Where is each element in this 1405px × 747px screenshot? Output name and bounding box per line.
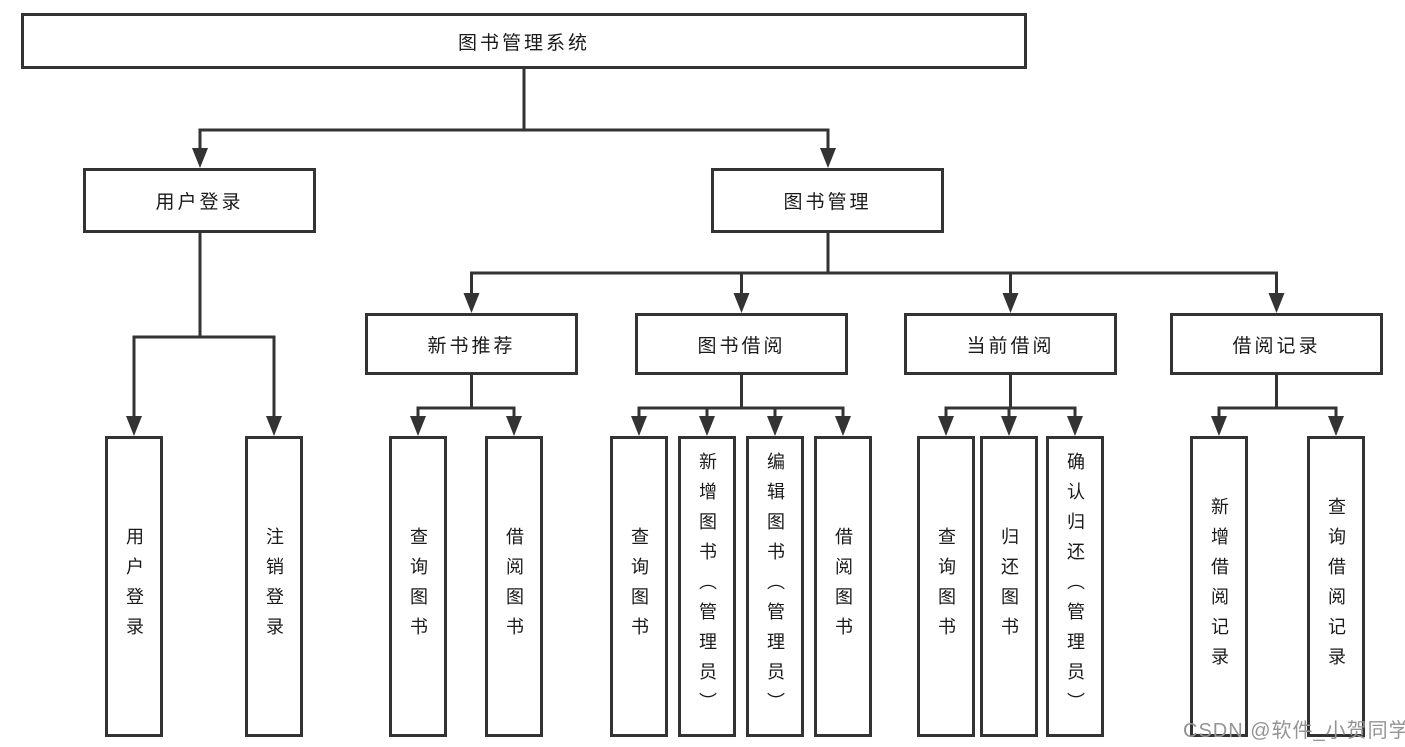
node-borrow-records-label: 借阅记录 (1232, 335, 1321, 357)
node-user-login: 用户登录 (83, 168, 316, 233)
leaf-add-books-admin-label: 新增图书（管理员） (697, 451, 717, 722)
node-book-management: 图书管理 (711, 168, 944, 233)
connector-records-branch (1217, 373, 1338, 420)
leaf-recommend-borrow-books: 借阅图书 (485, 436, 543, 737)
csdn-watermark: CSDN @软件_小贺同学 (1183, 720, 1405, 742)
node-library-system: 图书管理系统 (21, 13, 1027, 69)
leaf-edit-books-admin: 编辑图书（管理员） (746, 436, 804, 737)
connector-current-branch (944, 373, 1077, 420)
leaf-query-borrow-record: 查询借阅记录 (1307, 436, 1365, 737)
node-library-system-label: 图书管理系统 (457, 32, 590, 54)
leaf-logout-label: 注销登录 (264, 526, 284, 647)
connector-borrow-branch (637, 373, 845, 420)
leaf-current-query-books-label: 查询图书 (936, 526, 956, 647)
leaf-query-borrow-record-label: 查询借阅记录 (1326, 496, 1346, 677)
arrowhead-down-icons (126, 148, 1344, 436)
node-book-borrow-label: 图书借阅 (697, 335, 786, 357)
leaf-recommend-borrow-books-label: 借阅图书 (504, 526, 524, 647)
leaf-confirm-return-admin: 确认归还（管理员） (1046, 436, 1104, 737)
leaf-confirm-return-admin-label: 确认归还（管理员） (1065, 451, 1085, 722)
leaf-user-login: 用户登录 (105, 436, 163, 737)
connector-root-branch (198, 67, 830, 152)
node-borrow-records: 借阅记录 (1170, 313, 1383, 375)
leaf-edit-books-admin-label: 编辑图书（管理员） (765, 451, 785, 722)
node-user-login-label: 用户登录 (155, 192, 244, 213)
leaf-return-books-label: 归还图书 (999, 526, 1019, 647)
leaf-borrow-query-books-label: 查询图书 (629, 526, 649, 647)
leaf-borrow-books-label: 借阅图书 (833, 526, 853, 647)
node-current-borrow: 当前借阅 (904, 313, 1117, 375)
node-new-book-recommend-label: 新书推荐 (427, 335, 516, 357)
leaf-add-borrow-record: 新增借阅记录 (1190, 436, 1248, 737)
leaf-user-login-label: 用户登录 (124, 526, 144, 647)
leaf-current-query-books: 查询图书 (917, 436, 975, 737)
node-new-book-recommend: 新书推荐 (365, 313, 578, 375)
leaf-recommend-query-books: 查询图书 (389, 436, 447, 737)
leaf-return-books: 归还图书 (980, 436, 1038, 737)
node-current-borrow-label: 当前借阅 (966, 335, 1055, 357)
connector-book-management-branch (470, 231, 1278, 297)
leaf-borrow-query-books: 查询图书 (610, 436, 668, 737)
node-book-management-label: 图书管理 (783, 192, 872, 213)
node-book-borrow: 图书借阅 (635, 313, 848, 375)
connector-user-login-branch (132, 231, 276, 420)
leaf-borrow-books: 借阅图书 (814, 436, 872, 737)
leaf-logout: 注销登录 (245, 436, 303, 737)
connector-recommend-branch (416, 373, 516, 420)
leaf-add-books-admin: 新增图书（管理员） (678, 436, 736, 737)
leaf-add-borrow-record-label: 新增借阅记录 (1209, 496, 1229, 677)
leaf-recommend-query-books-label: 查询图书 (408, 526, 428, 647)
